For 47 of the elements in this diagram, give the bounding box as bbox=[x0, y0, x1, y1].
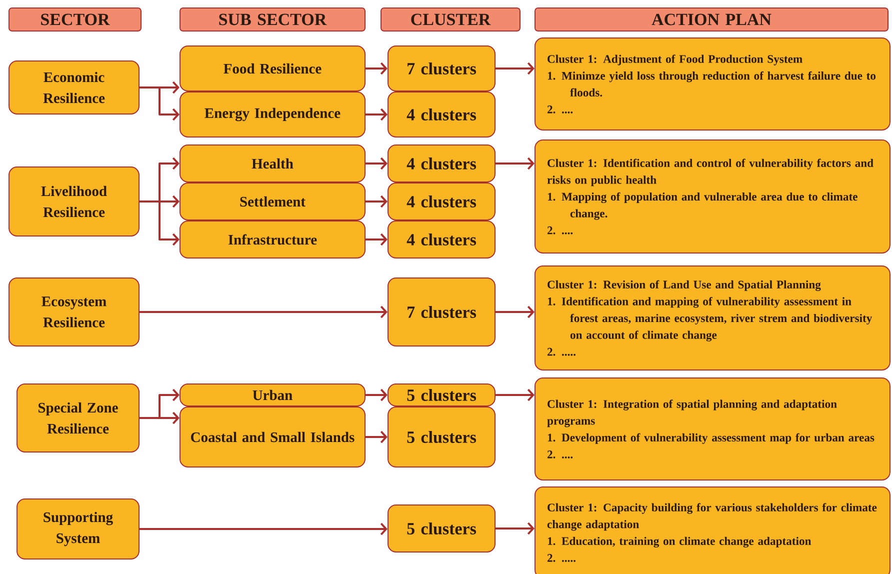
subsector-box: Infrastructure bbox=[180, 220, 366, 258]
arrow bbox=[366, 233, 388, 246]
arrow bbox=[140, 522, 388, 536]
action-plan-box: Cluster 1: Adjustment of Food Production System 1. Minimze yield loss through reduction of harvest failure due to floods. 2. .... bbox=[534, 38, 890, 130]
cluster-box: 5 clusters bbox=[388, 406, 496, 468]
subsector-box: Food Resilience bbox=[180, 46, 366, 92]
action-plan-box: Cluster 1: Integration of spatial planning and adaptation programs 1. Development of vulnerability assessment map for urban areas 2. .... bbox=[534, 378, 890, 480]
column-header: CLUSTER bbox=[380, 8, 520, 32]
arrow bbox=[496, 157, 534, 170]
arrow bbox=[366, 108, 388, 121]
arrow bbox=[366, 62, 388, 75]
arrow bbox=[496, 62, 534, 75]
cluster-box: 7 clusters bbox=[388, 46, 496, 92]
arrow bbox=[140, 86, 180, 121]
sector-box: Ecosystem Resilience bbox=[8, 278, 140, 346]
arrow bbox=[366, 195, 388, 208]
arrow bbox=[496, 522, 534, 535]
action-plan-box: Cluster 1: Capacity building for various stakeholders for climate change adaptation 1. Education, training on climate change adaptation 2. ..... bbox=[534, 486, 890, 574]
column-header: SUB SECTOR bbox=[180, 8, 366, 32]
cluster-box: 5 clusters bbox=[388, 384, 496, 406]
arrow bbox=[140, 200, 180, 246]
cluster-box: 4 clusters bbox=[388, 144, 496, 182]
sector-box: Livelihood Resilience bbox=[8, 166, 140, 236]
arrow bbox=[366, 157, 388, 170]
arrow bbox=[366, 430, 388, 444]
subsector-box: Urban bbox=[180, 384, 366, 406]
subsector-box: Health bbox=[180, 144, 366, 182]
cluster-box: 5 clusters bbox=[388, 504, 496, 552]
arrow bbox=[140, 306, 388, 318]
column-header: SECTOR bbox=[8, 8, 142, 32]
sector-box: Special Zone Resilience bbox=[16, 384, 140, 452]
column-header: ACTION PLAN bbox=[534, 8, 888, 32]
arrow bbox=[366, 388, 388, 402]
cluster-box: 4 clusters bbox=[388, 92, 496, 138]
arrow bbox=[496, 388, 534, 402]
subsector-box: Coastal and Small Islands bbox=[180, 406, 366, 468]
arrow bbox=[496, 306, 534, 318]
arrow bbox=[140, 412, 180, 424]
sector-box: Supporting System bbox=[16, 498, 140, 560]
cluster-box: 7 clusters bbox=[388, 278, 496, 346]
cluster-box: 4 clusters bbox=[388, 220, 496, 258]
subsector-box: Energy Independence bbox=[180, 92, 366, 138]
action-plan-box: Cluster 1: Revision of Land Use and Spatial Planning 1. Identification and mapping of vulnerability assessment in forest areas, marine ecosystem, river strem and biodiversity on account of climate change 2. ..... bbox=[534, 266, 890, 370]
subsector-box: Settlement bbox=[180, 182, 366, 220]
cluster-box: 4 clusters bbox=[388, 182, 496, 220]
action-plan-box: Cluster 1: Identification and control of vulnerability factors and risks on public health 1. Mapping of population and vulnerable area due to climate change. 2. .... bbox=[534, 140, 890, 254]
sector-box: Economic Resilience bbox=[8, 60, 140, 114]
